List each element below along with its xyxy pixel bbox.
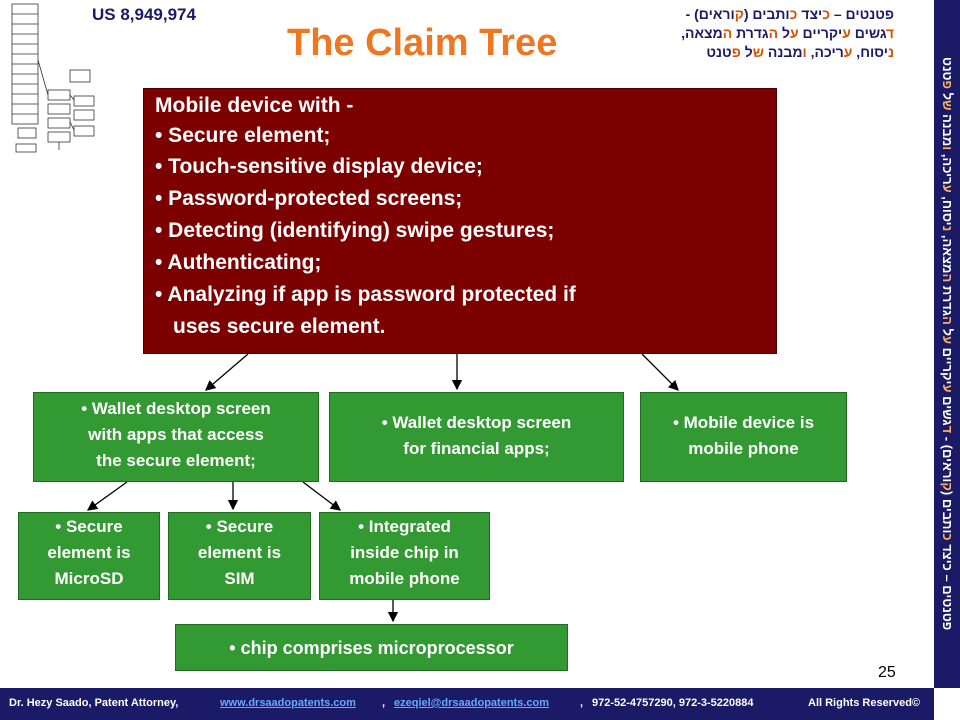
arrow-wallet-to-microsd [86,481,128,511]
node-line: • Wallet desktop screen [381,413,572,432]
node-line: • Secure [205,517,274,536]
node-wallet-secure-element: • Wallet desktop screen with apps that a… [33,392,319,482]
vertical-banner-part: מבנה [940,110,955,147]
vertical-banner-part: ה [940,316,955,326]
vertical-banner-part: ל [940,325,955,337]
vertical-banner-part: מצאה, [940,231,955,274]
vertical-banner-text: פטנטים – כיצד כותבים (קוראים) - דגשים עי… [934,0,960,688]
vertical-banner-part: כ [940,533,955,541]
node-wallet-financial-apps: • Wallet desktop screen for financial ap… [329,392,624,482]
vertical-banner-part: ל [940,89,955,101]
main-claim-box: Mobile device with - • Secure element; •… [143,88,777,354]
page-title: The Claim Tree [287,22,558,64]
node-line: • Secure [55,517,123,536]
vertical-banner-part: נ [940,225,955,232]
vertical-banner-part: ותבים ( [940,491,955,534]
node-mobile-phone: • Mobile device is mobile phone [640,392,847,482]
claim-tree-connectors [86,353,679,623]
vertical-banner-part: ק [940,482,955,492]
node-line: inside chip in [350,543,459,562]
vertical-banner-part: ד [940,425,955,434]
node-secure-element-sim: • Secure element is SIM [168,512,311,600]
claim-item-touch-display: • Touch-sensitive display device; [155,155,483,178]
footer-bar: Dr. Hezy Saado, Patent Attorney, www.drs… [0,688,934,720]
vertical-banner-part: ע [940,336,955,345]
node-line: the secure element; [96,451,256,470]
node-line: element is [47,543,131,562]
patent-figure-thumbnail [11,3,95,153]
vertical-banner-part: ע [940,184,955,193]
node-line: mobile phone [688,439,799,458]
node-line: • Wallet desktop screen [81,399,271,418]
arrow-wallet-to-integrated [302,481,342,511]
hebrew-header-line-1: פטנטים – כיצד כותבים (קוראים) - [685,6,894,22]
claim-item-analyzing-continued: uses secure element. [173,315,386,338]
vertical-banner-part: יסוח, [940,192,955,226]
claim-item-secure-element: • Secure element; [155,124,331,147]
vertical-banner-part: ע [940,384,955,393]
footer-email-link[interactable]: ezeqiel@drsaadopatents.com [394,697,549,709]
vertical-banner-part: טנט [940,57,955,81]
vertical-banner-part: ה [940,273,955,283]
node-chip-microprocessor: • chip comprises microprocessor [175,624,568,671]
footer-separator: , [580,697,584,709]
node-line: element is [197,543,282,562]
claim-item-analyzing: • Analyzing if app is password protected… [155,283,576,306]
footer-author: Dr. Hezy Saado, Patent Attorney, [9,697,179,709]
vertical-banner-part: ריכה, [940,150,955,185]
node-line: • Integrated [358,517,451,536]
node-line: SIM [224,569,255,588]
node-line: MicroSD [54,569,124,588]
footer-rights: All Rights Reserved© [808,697,921,709]
claim-item-password-screens: • Password-protected screens; [155,187,463,210]
vertical-banner-part: גשים [940,392,955,426]
node-integrated-chip: • Integrated inside chip in mobile phone [319,512,490,600]
claim-lead: Mobile device with - [155,94,354,117]
vertical-banner-part: פטנטים – כיצד [940,540,955,631]
vertical-banner-part: ו [940,146,955,151]
arrow-claim-to-wallet-secure [205,353,249,391]
node-line: for financial apps; [403,439,550,458]
footer-phones: 972-52-4757290, 972-3-5220884 [592,697,754,709]
patent-number: US 8,949,974 [92,5,196,24]
hebrew-header-line-2: דגשים עיקריים על הגדרת המצאה, [681,25,894,41]
page-number: 25 [878,664,896,681]
footer-separator: , [382,697,386,709]
vertical-banner-part: יקריים [940,344,955,385]
hebrew-header-line-3: ניסוח, עריכה, ומבנה של פטנט [706,44,894,60]
vertical-banner-part: גדרת [940,282,955,317]
node-secure-element-microsd: • Secure element is MicroSD [18,512,160,600]
node-line: • Mobile device is [672,413,815,432]
node-line: with apps that access [88,425,264,444]
claim-item-authenticating: • Authenticating; [155,251,322,274]
vertical-banner-part: ש [940,100,955,111]
vertical-banner-part: פ [940,80,955,90]
vertical-banner-part: וראים) - [940,433,955,483]
vertical-banner: פטנטים – כיצד כותבים (קוראים) - דגשים עי… [934,0,960,688]
footer-website-link[interactable]: www.drsaadopatents.com [220,697,356,709]
arrow-claim-to-mobile-phone [641,353,679,391]
claim-item-swipe-gestures: • Detecting (identifying) swipe gestures… [155,219,555,242]
node-line: mobile phone [349,569,460,588]
hebrew-header: פטנטים – כיצד כותבים (קוראים) - דגשים עי… [644,5,894,62]
